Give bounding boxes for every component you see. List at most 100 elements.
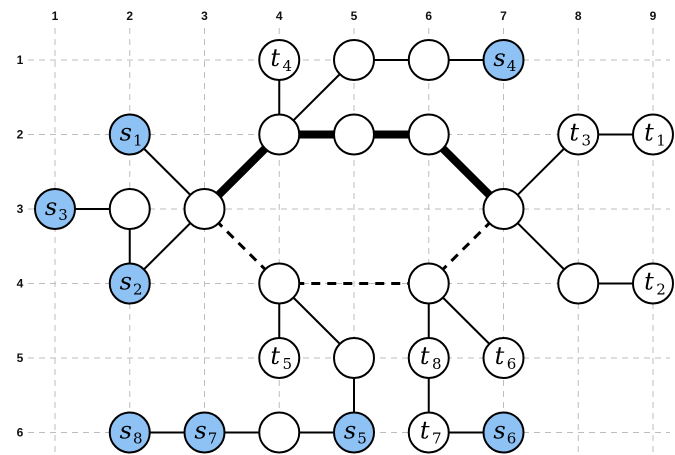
node-circle — [407, 337, 450, 379]
node-circle — [258, 113, 301, 156]
node-circle — [557, 262, 600, 305]
node-subscript: 6 — [507, 430, 517, 448]
node-label: s — [45, 193, 57, 221]
node-circle — [108, 262, 151, 305]
node-circle — [333, 113, 375, 156]
node-subscript: 5 — [357, 430, 367, 448]
node-a15 — [333, 39, 375, 81]
node-subscript: 3 — [581, 132, 591, 150]
node-a32 — [108, 188, 151, 230]
node-label: s — [194, 417, 206, 445]
row-label: 4 — [17, 277, 24, 291]
node-circle — [632, 262, 674, 305]
node-a37 — [482, 188, 525, 230]
node-a64 — [258, 411, 301, 454]
node-subscript: 5 — [282, 355, 292, 373]
node-circle — [482, 411, 525, 454]
node-subscript: 2 — [656, 281, 666, 299]
node-circle — [333, 337, 375, 379]
node-a48 — [557, 262, 600, 305]
node-circle — [258, 39, 301, 81]
node-label: t — [644, 268, 654, 296]
node-subscript: 1 — [656, 132, 666, 150]
node-a25 — [333, 113, 375, 156]
node-label: s — [120, 119, 132, 147]
node-circle — [34, 188, 76, 230]
column-label: 6 — [425, 9, 432, 23]
node-circle — [407, 113, 450, 156]
column-label: 8 — [575, 9, 582, 23]
node-label: t — [644, 119, 654, 147]
node-circle — [258, 337, 301, 379]
row-label: 5 — [17, 351, 24, 365]
node-a33 — [183, 188, 226, 230]
row-label: 6 — [17, 426, 24, 440]
node-a55 — [333, 337, 375, 379]
node-subscript: 3 — [58, 206, 68, 224]
node-label: s — [493, 417, 505, 445]
node-label: s — [120, 268, 132, 296]
column-label: 7 — [500, 9, 507, 23]
node-a26 — [407, 113, 450, 156]
node-a24 — [258, 113, 301, 156]
column-label: 5 — [351, 9, 358, 23]
column-label: 1 — [52, 9, 59, 23]
node-circle — [482, 188, 525, 230]
node-subscript: 8 — [432, 355, 442, 373]
node-circle — [183, 188, 226, 230]
node-circle — [108, 113, 151, 156]
node-circle — [407, 262, 450, 305]
node-circle — [407, 39, 450, 81]
node-label: s — [493, 44, 505, 72]
row-label: 3 — [17, 202, 24, 216]
node-circle — [333, 411, 375, 454]
node-subscript: 7 — [208, 430, 218, 448]
node-label: t — [569, 119, 579, 147]
node-circle — [183, 411, 226, 454]
node-circle — [407, 411, 450, 454]
node-circle — [632, 113, 674, 156]
axis-labels: 1 2 3 4 5 6 7 8 9 1 2 3 4 5 6 — [17, 9, 657, 440]
node-circle — [482, 337, 525, 379]
node-label: s — [120, 417, 132, 445]
node-subscript: 4 — [507, 57, 517, 75]
node-a46 — [407, 262, 450, 305]
node-circle — [557, 113, 600, 156]
node-subscript: 7 — [432, 430, 442, 448]
node-label: t — [420, 417, 430, 445]
node-label: t — [420, 342, 430, 370]
node-subscript: 6 — [507, 355, 517, 373]
node-subscript: 4 — [282, 57, 292, 75]
grid-lines — [28, 28, 670, 452]
node-circle — [482, 39, 525, 81]
node-a44 — [258, 262, 301, 305]
row-label: 2 — [17, 128, 24, 142]
node-subscript: 1 — [133, 132, 143, 150]
node-a16 — [407, 39, 450, 81]
node-label: t — [270, 342, 280, 370]
node-label: t — [270, 44, 280, 72]
column-label: 3 — [201, 9, 208, 23]
node-label: t — [495, 342, 505, 370]
column-label: 9 — [650, 9, 657, 23]
node-circle — [108, 188, 151, 230]
node-subscript: 2 — [133, 281, 143, 299]
column-label: 2 — [126, 9, 133, 23]
node-circle — [108, 411, 151, 454]
